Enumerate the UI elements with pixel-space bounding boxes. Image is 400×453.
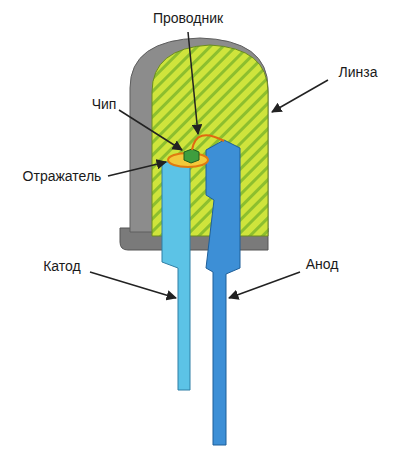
part-label: Анод [306,256,339,273]
leader-line [188,32,198,134]
led-chip [184,149,199,163]
part-label: Чип [92,96,117,113]
cathode-lead [162,162,190,390]
leader-line [108,162,166,176]
leader-line [272,80,328,112]
bond-wire [192,135,224,150]
leader-lines [90,32,328,298]
part-label: Линза [339,64,378,81]
part-label: Проводник [153,10,223,27]
part-label: Отражатель [23,168,102,185]
anode-lead [206,140,240,445]
part-label: Катод [43,258,81,275]
leader-line [90,272,176,298]
leader-line [119,110,182,150]
leader-line [229,272,300,298]
